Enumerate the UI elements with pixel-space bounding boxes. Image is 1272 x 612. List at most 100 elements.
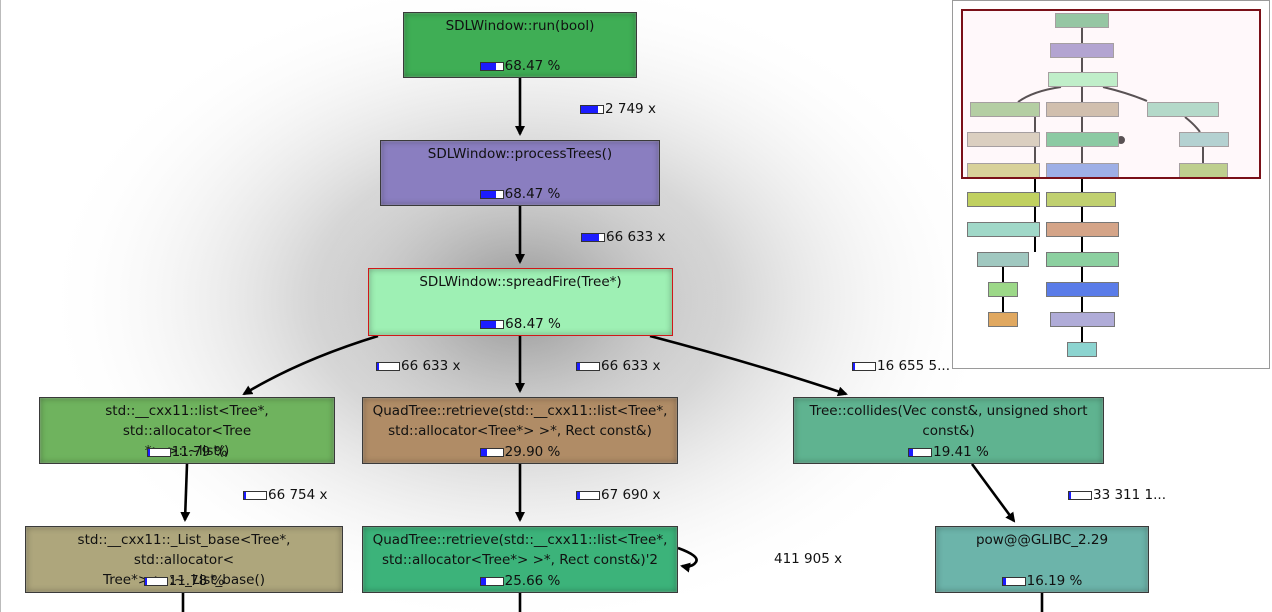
edge-label-spreadfire-list-text: 66 633 x (401, 358, 461, 374)
node-quadtree-retrieve-2-cost-row: 25.66 % (363, 572, 677, 590)
cost-bar (1001, 577, 1026, 586)
overview-node (1067, 342, 1097, 357)
overview-node (1050, 312, 1115, 327)
edge-label-retrieve2-recursive-text: 411 905 x (774, 551, 843, 567)
node-quadtree-retrieve-2-cost: 25.66 % (504, 573, 561, 589)
edge-label-retrieve-retrieve2: 67 690 x (576, 487, 661, 503)
edge-label-spreadfire-collides: 16 655 5... (852, 358, 950, 374)
edge-spreadfire-collides[interactable] (649, 334, 848, 397)
overview-edges (1002, 27, 1204, 342)
node-sdlwindow-spreadfire[interactable]: SDLWindow::spreadFire(Tree*) 68.47 % (368, 268, 673, 336)
cost-bar (143, 577, 168, 586)
overview-node (967, 222, 1040, 237)
node-pow-glibc-cost: 16.19 % (1026, 573, 1083, 589)
overview-node (1048, 72, 1118, 87)
overview-node (967, 192, 1040, 207)
node-tree-collides[interactable]: Tree::collides(Vec const&, unsigned shor… (793, 397, 1104, 464)
edge-spreadfire-list[interactable] (242, 334, 379, 396)
cost-bar (908, 448, 933, 457)
node-sdlwindow-run-cost: 68.47 % (504, 58, 561, 74)
node-list-base-destructor-label: std::__cxx11::_List_base<Tree*, std::all… (77, 532, 291, 588)
node-pow-glibc[interactable]: pow@@GLIBC_2.29 16.19 % (935, 526, 1149, 593)
edge-list-listbase[interactable] (180, 463, 191, 522)
node-quadtree-retrieve-label: QuadTree::retrieve(std::__cxx11::list<Tr… (372, 403, 668, 439)
call-count-bar (1068, 491, 1092, 500)
call-count-bar (376, 362, 400, 371)
node-pow-glibc-cost-row: 16.19 % (936, 572, 1148, 590)
node-tree-collides-cost: 19.41 % (933, 444, 989, 460)
node-pow-glibc-label: pow@@GLIBC_2.29 (975, 532, 1109, 548)
node-sdlwindow-processtrees-label: SDLWindow::processTrees() (427, 146, 613, 162)
overview-node (1179, 132, 1229, 147)
edge-label-run-processtrees-text: 2 749 x (605, 101, 656, 117)
node-quadtree-retrieve-2[interactable]: QuadTree::retrieve(std::__cxx11::list<Tr… (362, 526, 678, 593)
edge-label-run-processtrees: 2 749 x (580, 101, 656, 117)
edge-label-spreadfire-list: 66 633 x (376, 358, 461, 374)
call-count-bar (576, 362, 600, 371)
cost-bar (479, 62, 504, 71)
overview-node (1050, 43, 1114, 58)
edge-label-list-listbase-text: 66 754 x (268, 487, 328, 503)
overview-node (988, 282, 1018, 297)
node-sdlwindow-processtrees-cost: 68.47 % (504, 186, 561, 202)
overview-node (967, 132, 1040, 147)
overview-node (1046, 102, 1119, 117)
node-list-destructor-cost-row: 11.79 % (40, 443, 334, 461)
cost-bar (479, 577, 504, 586)
cost-bar (480, 320, 505, 329)
node-list-base-destructor-cost: 11.78 % (168, 573, 225, 589)
node-quadtree-retrieve-cost: 29.90 % (504, 444, 561, 460)
node-sdlwindow-spreadfire-cost: 68.47 % (505, 316, 561, 332)
node-list-destructor-label: std::__cxx11::list<Tree*, std::allocator… (105, 403, 269, 459)
overview-node (1046, 132, 1119, 147)
call-count-bar (243, 491, 267, 500)
node-quadtree-retrieve[interactable]: QuadTree::retrieve(std::__cxx11::list<Tr… (362, 397, 678, 464)
call-edges (180, 78, 1044, 612)
edge-label-retrieve2-recursive: 411 905 x (774, 551, 842, 567)
overview-node (977, 252, 1029, 267)
cost-bar (479, 190, 504, 199)
edge-label-collides-pow-text: 33 311 1... (1093, 487, 1166, 503)
call-count-bar (852, 362, 876, 371)
overview-viewport-frame[interactable] (961, 9, 1261, 179)
edge-label-spreadfire-retrieve-text: 66 633 x (601, 358, 661, 374)
node-sdlwindow-spreadfire-cost-row: 68.47 % (369, 315, 672, 333)
overview-node (1046, 192, 1116, 207)
edge-label-collides-pow: 33 311 1... (1068, 487, 1166, 503)
node-sdlwindow-run[interactable]: SDLWindow::run(bool) 68.47 % (403, 12, 637, 78)
node-quadtree-retrieve-cost-row: 29.90 % (363, 443, 677, 461)
overview-node (1046, 252, 1119, 267)
edge-label-spreadfire-collides-text: 16 655 5... (877, 358, 950, 374)
edge-label-retrieve-retrieve2-text: 67 690 x (601, 487, 661, 503)
call-count-bar (581, 233, 605, 242)
cost-bar (146, 448, 171, 457)
node-list-base-destructor[interactable]: std::__cxx11::_List_base<Tree*, std::all… (25, 526, 343, 593)
cost-bar (479, 448, 504, 457)
edge-label-list-listbase: 66 754 x (243, 487, 328, 503)
node-list-destructor[interactable]: std::__cxx11::list<Tree*, std::allocator… (39, 397, 335, 464)
call-count-bar (580, 105, 604, 114)
node-list-base-destructor-cost-row: 11.78 % (26, 572, 342, 590)
edge-label-processtrees-spreadfire-text: 66 633 x (606, 229, 666, 245)
overview-node (1046, 222, 1119, 237)
overview-node (988, 312, 1018, 327)
edge-label-processtrees-spreadfire: 66 633 x (581, 229, 666, 245)
node-sdlwindow-processtrees-cost-row: 68.47 % (381, 185, 659, 203)
node-tree-collides-cost-row: 19.41 % (794, 443, 1103, 461)
overview-node (1055, 13, 1109, 28)
node-sdlwindow-processtrees[interactable]: SDLWindow::processTrees() 68.47 % (380, 140, 660, 206)
node-list-destructor-cost: 11.79 % (171, 444, 228, 460)
overview-node (1046, 282, 1119, 297)
node-tree-collides-label: Tree::collides(Vec const&, unsigned shor… (809, 403, 1088, 439)
edge-collides-pow[interactable] (970, 463, 1016, 523)
window-left-border (0, 0, 1, 612)
graph-overview-panel[interactable] (952, 0, 1270, 369)
overview-node (970, 102, 1040, 117)
node-sdlwindow-run-label: SDLWindow::run(bool) (445, 18, 595, 34)
overview-node (1147, 102, 1219, 117)
call-count-bar (576, 491, 600, 500)
edge-label-spreadfire-retrieve: 66 633 x (576, 358, 661, 374)
node-sdlwindow-run-cost-row: 68.47 % (404, 57, 636, 75)
edge-retrieve2-recursive[interactable] (677, 546, 698, 573)
node-quadtree-retrieve-2-label: QuadTree::retrieve(std::__cxx11::list<Tr… (372, 532, 668, 568)
